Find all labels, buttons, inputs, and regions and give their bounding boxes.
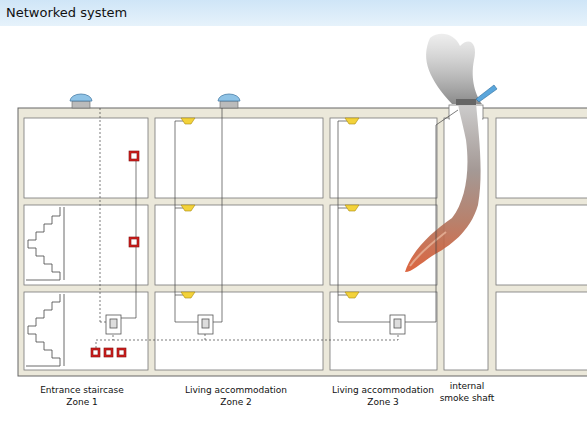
zone-label: Zone 3 (308, 396, 458, 408)
smoke-plume (426, 34, 482, 104)
control-panel (106, 315, 405, 334)
staircase (28, 207, 60, 248)
roof-vent (70, 94, 92, 101)
building-structure (496, 118, 587, 198)
control-panel (394, 319, 401, 328)
zone-label: Living accommodation (161, 384, 311, 396)
control-panel (202, 319, 209, 328)
diagram-title: Networked system (6, 5, 127, 20)
control-panel (106, 315, 121, 334)
staircase (26, 207, 64, 366)
building-structure (155, 292, 323, 370)
building-structure (155, 205, 323, 285)
building-structure (24, 118, 148, 198)
staircase (64, 207, 65, 280)
building-structure (496, 205, 587, 285)
smoke-detector (181, 118, 195, 124)
shaft-label: internal smoke shaft (439, 380, 495, 404)
call-point (106, 350, 111, 355)
call-point (129, 151, 139, 161)
call-point (131, 153, 137, 159)
zone-label: Entrance staircase (17, 384, 147, 396)
building-structure (24, 292, 148, 370)
detection-wiring (100, 108, 101, 322)
detection-wiring (212, 108, 222, 322)
roof-vent (476, 85, 497, 102)
detection-wiring (113, 334, 205, 340)
call-point (91, 348, 100, 357)
building-structure (330, 292, 437, 370)
detection-wiring (96, 108, 458, 348)
smoke-detector (181, 205, 195, 211)
staircase (28, 294, 60, 334)
detection-wiring (205, 334, 398, 340)
detection-wiring (120, 160, 136, 318)
call-point (93, 350, 98, 355)
smoke-detector (181, 292, 195, 298)
roof-vent (72, 101, 90, 108)
call-point (117, 348, 126, 357)
smoke-detector (181, 118, 359, 298)
call-point (119, 350, 124, 355)
detection-wiring (338, 121, 391, 322)
building-structure (496, 292, 587, 370)
roof-vent (220, 101, 238, 108)
zone-label: Living accommodation (308, 384, 458, 396)
control-panel (110, 319, 117, 328)
smoke-detector (345, 205, 359, 211)
smoke-detector (345, 118, 359, 124)
roof-vent (218, 94, 240, 101)
call-point (104, 348, 113, 357)
detection-wiring (175, 121, 199, 322)
smoke-detector (345, 292, 359, 298)
smoke-plume (405, 102, 481, 272)
detection-wiring (96, 334, 113, 348)
call-point (131, 239, 137, 245)
control-panel (390, 315, 405, 334)
call-point (129, 237, 139, 247)
staircase (26, 248, 60, 280)
zone-label: Zone 2 (161, 396, 311, 408)
building-structure (330, 118, 437, 198)
building-structure (444, 118, 488, 370)
roof-vent (70, 85, 497, 108)
roof-vent (456, 99, 476, 105)
building-structure (24, 118, 587, 370)
smoke-plume (410, 232, 446, 266)
staircase (64, 294, 65, 366)
detection-wiring (405, 110, 458, 322)
building-structure (155, 118, 323, 198)
staircase (26, 334, 60, 366)
control-panel (198, 315, 213, 334)
building-structure (24, 205, 148, 285)
smoke-plume (405, 34, 482, 272)
call-point (91, 151, 139, 357)
building-structure (18, 105, 587, 376)
zone-label: Zone 1 (17, 396, 147, 408)
